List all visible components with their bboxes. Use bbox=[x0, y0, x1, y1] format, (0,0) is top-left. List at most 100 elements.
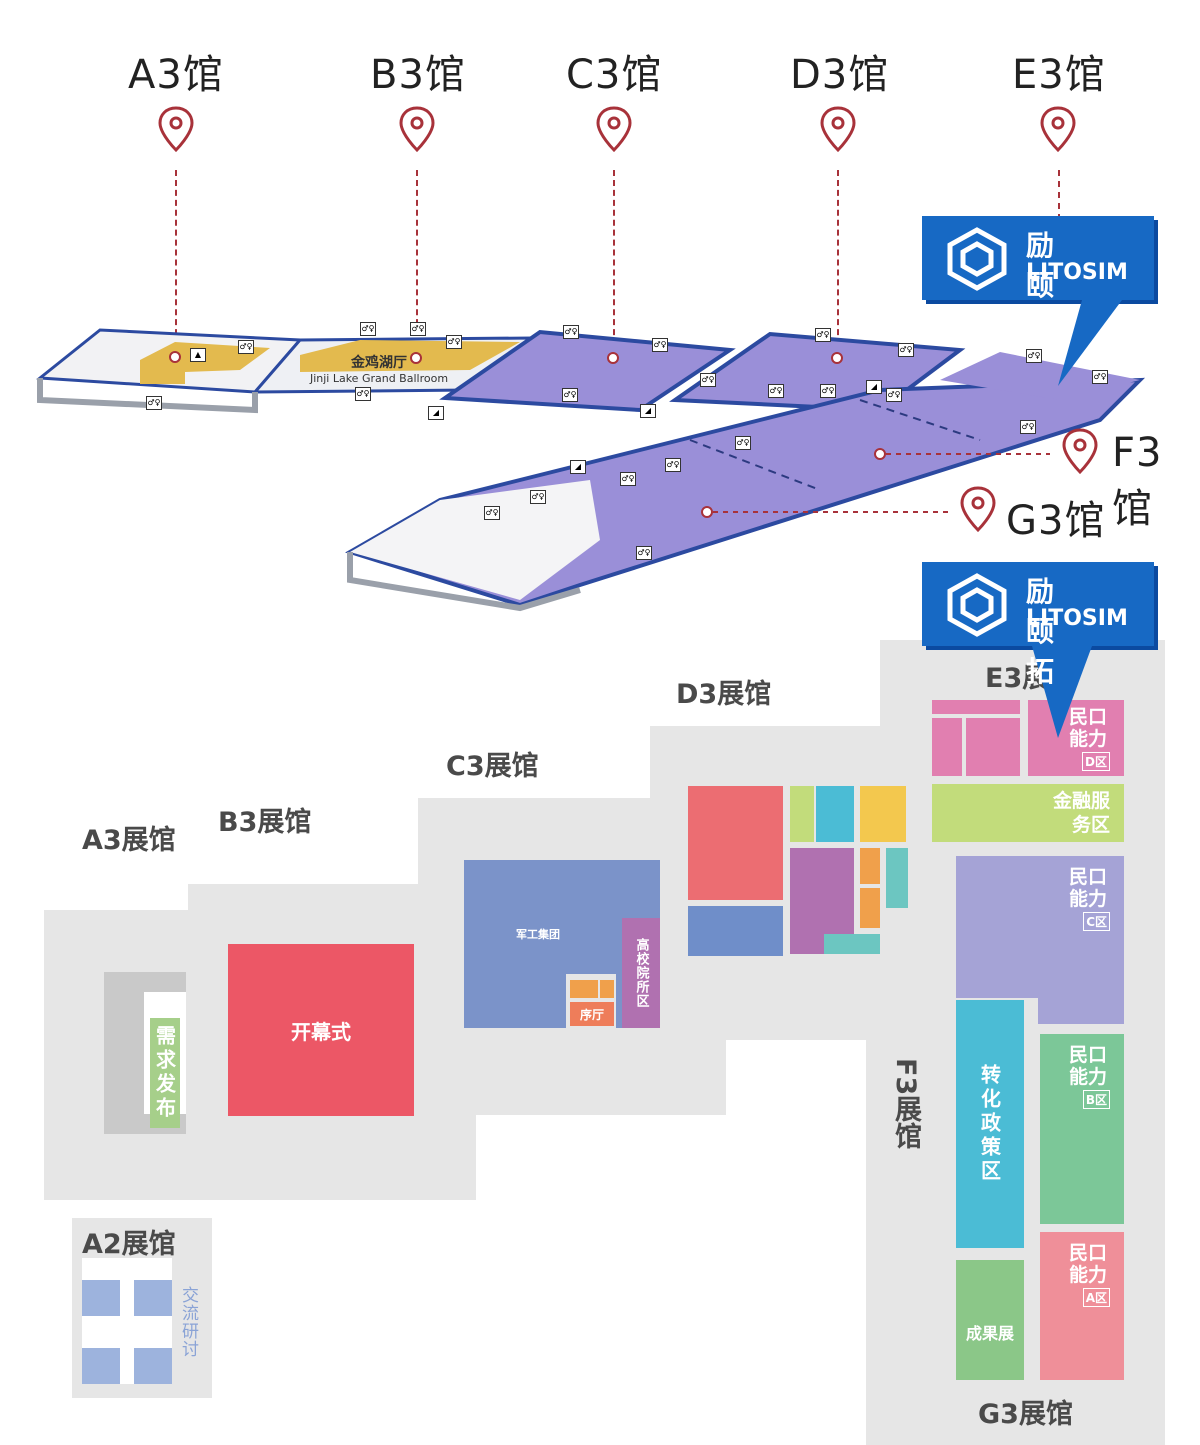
a2-room[interactable] bbox=[134, 1348, 172, 1384]
hall-label-c3: C3展馆 bbox=[446, 751, 539, 782]
restroom-icon: ♂♀ bbox=[820, 384, 836, 398]
zone-transform-policy[interactable]: 转化政策区 bbox=[956, 1000, 1024, 1248]
hall-label-a3: A3馆 bbox=[128, 52, 224, 98]
zone-achievement-label: 成果展 bbox=[965, 1324, 1014, 1343]
pin-connector-line bbox=[613, 170, 615, 355]
top-floor-map: A3馆 B3馆 C3馆 D3馆 E3馆 bbox=[0, 0, 1200, 620]
restroom-icon: ♂♀ bbox=[1020, 420, 1036, 434]
zone-demand-release[interactable]: 需求发布 bbox=[150, 1018, 180, 1128]
restroom-icon: ♂♀ bbox=[360, 322, 376, 336]
escalator-icon: ◢ bbox=[866, 380, 882, 394]
restroom-icon: ♂♀ bbox=[562, 388, 578, 402]
zone-finance[interactable]: 金融服务区 bbox=[932, 784, 1124, 842]
hall-label-c3: C3馆 bbox=[566, 52, 663, 98]
zone-e3-pink[interactable] bbox=[966, 718, 1020, 776]
restroom-icon: ♂♀ bbox=[563, 325, 579, 339]
zone-civil-b[interactable]: 民口能力 B区 bbox=[1040, 1034, 1124, 1224]
zone-small-orange[interactable] bbox=[570, 980, 598, 998]
zone-d3-orange[interactable] bbox=[860, 848, 880, 884]
restroom-icon: ♂♀ bbox=[620, 472, 636, 486]
zone-civil-c[interactable]: 民口能力 C区 bbox=[956, 856, 1124, 1024]
zone-achievement[interactable]: 成果展 bbox=[956, 1260, 1024, 1380]
hall-label-e3: E3馆 bbox=[1012, 52, 1106, 98]
pin-connector-line bbox=[416, 170, 418, 355]
restroom-icon: ♂♀ bbox=[410, 322, 426, 336]
litosim-logo-icon bbox=[947, 227, 1007, 291]
zone-civil-a-tag: A区 bbox=[1082, 1288, 1110, 1307]
restroom-icon: ♂♀ bbox=[1092, 370, 1108, 384]
zone-civil-d[interactable]: 民口能力 D区 bbox=[1028, 700, 1124, 776]
zone-d3-orange[interactable] bbox=[860, 888, 880, 928]
escalator-icon: ◢ bbox=[428, 406, 444, 420]
restroom-icon: ♂♀ bbox=[146, 396, 162, 410]
restroom-icon: ♂♀ bbox=[735, 436, 751, 450]
location-pin-icon[interactable] bbox=[818, 106, 858, 152]
escalator-icon: ◢ bbox=[570, 460, 586, 474]
zone-d3-cyan[interactable] bbox=[816, 786, 854, 842]
restroom-icon: ♂♀ bbox=[484, 506, 500, 520]
hall-label-b3: B3馆 bbox=[370, 52, 466, 98]
zone-civil-a[interactable]: 民口能力 A区 bbox=[1040, 1232, 1124, 1380]
restroom-icon: ♂♀ bbox=[898, 343, 914, 357]
escalator-icon: ◢ bbox=[640, 404, 656, 418]
zone-university[interactable]: 高校院所区 bbox=[622, 918, 660, 1028]
floor-plan: A3展馆 B3展馆 C3展馆 D3展馆 E3展馆 F3展馆 G3展馆 A2展馆 … bbox=[0, 562, 1200, 1445]
zone-d3-lime[interactable] bbox=[790, 786, 814, 842]
stairs-icon: ▲ bbox=[190, 348, 206, 362]
zone-civil-b-label: 民口能力 bbox=[1068, 1044, 1107, 1088]
brand-name-cn: 励颐拓 bbox=[1026, 229, 1055, 342]
zone-d3-teal[interactable] bbox=[886, 848, 908, 908]
hall-label-g3: G3馆 bbox=[1006, 498, 1106, 544]
restroom-icon: ♂♀ bbox=[815, 328, 831, 342]
pin-connector-line bbox=[837, 170, 839, 355]
hall-label-d3: D3馆 bbox=[790, 52, 890, 98]
zone-opening-ceremony[interactable]: 开幕式 bbox=[228, 944, 414, 1116]
pin-connector-line bbox=[1058, 170, 1060, 220]
hall-label-f3: F3馆 bbox=[1112, 430, 1163, 532]
location-pin-icon[interactable] bbox=[397, 106, 437, 152]
zone-civil-c-tag: C区 bbox=[1083, 912, 1110, 931]
brand-name-en: LITOSIM bbox=[1026, 606, 1128, 631]
zone-civil-d-tag: D区 bbox=[1082, 751, 1110, 771]
restroom-icon: ♂♀ bbox=[700, 373, 716, 387]
zone-d3-red[interactable] bbox=[688, 786, 783, 900]
zone-exchange-label: 交流研讨 bbox=[178, 1286, 198, 1358]
location-pin-icon[interactable] bbox=[156, 106, 196, 152]
location-pin-icon[interactable] bbox=[1038, 106, 1078, 152]
pin-connector-line bbox=[175, 170, 177, 355]
hall-label-a2: A2展馆 bbox=[82, 1229, 176, 1260]
restroom-icon: ♂♀ bbox=[238, 340, 254, 354]
restroom-icon: ♂♀ bbox=[636, 546, 652, 560]
zone-civil-b-tag: B区 bbox=[1082, 1090, 1110, 1109]
a2-room[interactable] bbox=[82, 1280, 120, 1316]
restroom-icon: ♂♀ bbox=[530, 490, 546, 504]
zone-small-orange[interactable] bbox=[600, 980, 614, 998]
zone-civil-c-label: 民口能力 bbox=[1068, 866, 1107, 910]
hall-label-d3: D3展馆 bbox=[676, 679, 772, 710]
zone-d3-blue[interactable] bbox=[688, 906, 783, 956]
zone-e3-pink[interactable] bbox=[932, 700, 1020, 714]
zone-d3-teal[interactable] bbox=[824, 934, 880, 954]
hall-label-f3: F3展馆 bbox=[890, 1058, 921, 1150]
location-pin-icon[interactable] bbox=[958, 486, 998, 532]
location-pin-icon[interactable] bbox=[1060, 428, 1100, 474]
brand-name-en: LITOSIM bbox=[1026, 260, 1128, 285]
ballroom-label: 金鸡湖厅 Jinji Lake Grand Ballroom bbox=[304, 352, 454, 385]
restroom-icon: ♂♀ bbox=[355, 387, 371, 401]
restroom-icon: ♂♀ bbox=[768, 384, 784, 398]
zone-finance-label: 金融服务区 bbox=[1052, 790, 1110, 836]
zone-civil-d-label: 民口能力 bbox=[1068, 705, 1107, 750]
hall-label-b3: B3展馆 bbox=[218, 807, 312, 838]
zone-hall-room[interactable]: 序厅 bbox=[570, 1002, 614, 1026]
location-pin-icon[interactable] bbox=[594, 106, 634, 152]
a2-room[interactable] bbox=[134, 1280, 172, 1316]
a2-room[interactable] bbox=[82, 1348, 120, 1384]
restroom-icon: ♂♀ bbox=[665, 458, 681, 472]
brand-name-cn: 励颐拓 bbox=[1026, 575, 1055, 688]
zone-e3-pink[interactable] bbox=[932, 718, 962, 776]
hall-label-g3: G3展馆 bbox=[978, 1399, 1073, 1430]
zone-d3-yellow[interactable] bbox=[860, 786, 906, 842]
litosim-logo-icon bbox=[947, 573, 1007, 637]
ballroom-name-en: Jinji Lake Grand Ballroom bbox=[309, 372, 449, 385]
callout-shape bbox=[922, 562, 1158, 738]
